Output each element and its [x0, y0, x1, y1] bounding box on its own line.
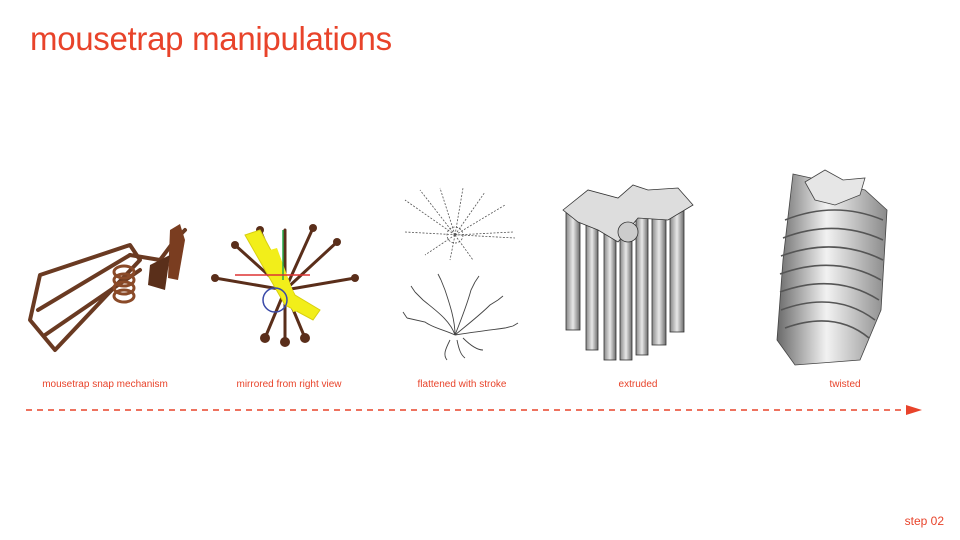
- flattened-outline-image: [402, 187, 519, 361]
- stage-caption-1: mousetrap snap mechanism: [42, 379, 168, 390]
- mirrored-model-image: [211, 224, 359, 347]
- stage-caption-2: mirrored from right view: [236, 379, 342, 390]
- step-label: step 02: [904, 514, 944, 528]
- stage-extruded-image: [558, 160, 718, 370]
- stage-caption-5: twisted: [829, 379, 861, 390]
- stage-mirrored-image: [205, 160, 365, 370]
- stage-twisted-image: [765, 160, 925, 370]
- stage-flattened-image: [395, 160, 555, 370]
- mousetrap-snap-image: [28, 224, 187, 352]
- extruded-form-image: [562, 184, 694, 361]
- process-arrow: [26, 405, 922, 415]
- arrow-right-icon: [906, 405, 922, 415]
- stage-mousetrap-image: [20, 160, 187, 370]
- page-title: mousetrap manipulations: [30, 20, 392, 57]
- stage-caption-3: flattened with stroke: [417, 379, 507, 390]
- twisted-form-image: [776, 169, 888, 366]
- stage-caption-4: extruded: [618, 379, 658, 390]
